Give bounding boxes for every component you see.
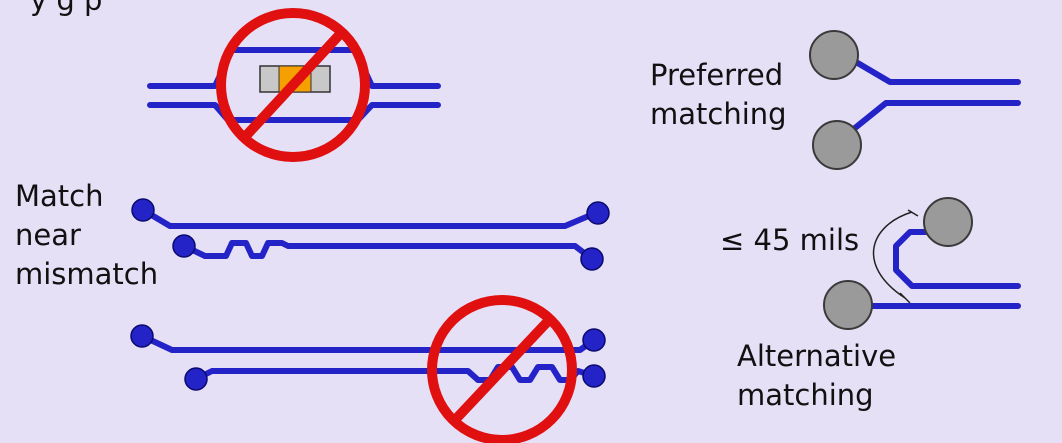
pad-icon: [823, 280, 873, 330]
alternative-label-line2: matching: [737, 378, 874, 412]
arc-tick: [907, 209, 919, 217]
alternative-matching-example: ≤ 45 mils Alternative matching: [720, 197, 1021, 412]
prohibited-icon: [216, 8, 370, 162]
mismatch-far-example: [130, 295, 606, 443]
alt-upper-trace: [893, 229, 1021, 289]
upper-trace: [147, 47, 441, 89]
match-upper-trace: [140, 207, 601, 229]
preferred-lower-trace: [847, 100, 1021, 135]
match-label-line1: Match: [15, 179, 104, 213]
lower-trace: [147, 102, 441, 123]
far-lower-trace-serpentine: [193, 364, 597, 383]
match-near-mismatch-example: Match near mismatch: [15, 179, 610, 291]
preferred-label-line2: matching: [650, 97, 787, 131]
pad-icon: [582, 364, 606, 388]
pad-icon: [809, 30, 859, 80]
pad-icon: [923, 197, 973, 247]
pad-icon: [580, 247, 604, 271]
alternative-label-line1: Alternative: [737, 339, 896, 373]
arc-tick: [899, 292, 911, 304]
pad-icon: [131, 198, 155, 222]
match-lower-trace-serpentine: [181, 240, 595, 262]
mils-label: ≤ 45 mils: [720, 223, 859, 257]
length-arc-annotation: [872, 211, 913, 299]
preferred-matching-example: Preferred matching: [650, 30, 1021, 170]
pad-icon: [586, 201, 610, 225]
prohibited-icon: [427, 295, 577, 443]
header-partial-text: y g p: [30, 0, 102, 17]
match-label-line3: mismatch: [15, 257, 158, 291]
match-label-line2: near: [15, 218, 81, 252]
pad-icon: [172, 234, 196, 258]
pad-icon: [184, 367, 208, 391]
pad-icon: [582, 328, 606, 352]
pad-icon: [812, 120, 862, 170]
preferred-upper-trace: [853, 59, 1021, 85]
pad-icon: [130, 324, 154, 348]
split-pair-example: [147, 8, 441, 162]
preferred-label-line1: Preferred: [650, 58, 783, 92]
